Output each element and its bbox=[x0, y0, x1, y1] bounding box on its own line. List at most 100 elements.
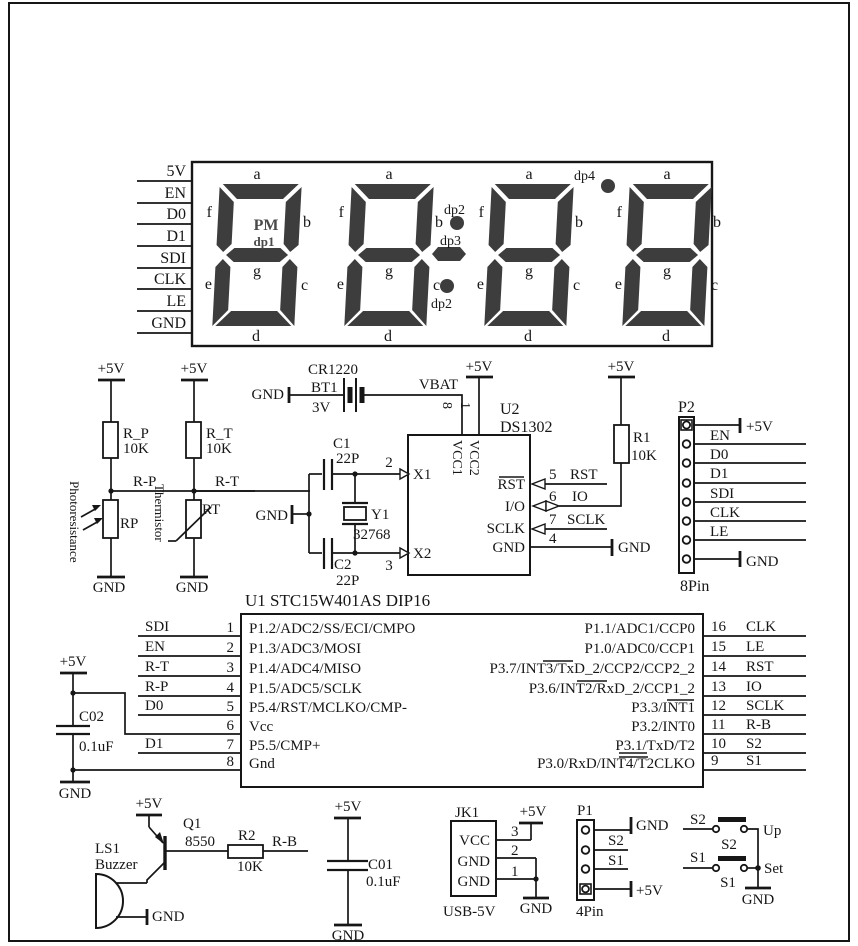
u2-part: DS1302 bbox=[500, 419, 552, 436]
bus-label: SDI bbox=[160, 250, 186, 267]
pin6-number: 6 bbox=[549, 489, 557, 505]
net-label: R-P bbox=[145, 679, 168, 695]
p1-box bbox=[576, 819, 595, 901]
seg-d-label: d bbox=[662, 328, 670, 345]
resistor-value: 10K bbox=[123, 441, 149, 457]
component-desc: Thermistor bbox=[152, 484, 167, 542]
pin3-number: 3 bbox=[385, 558, 393, 574]
resistor-r2 bbox=[227, 844, 264, 859]
net-label: RST bbox=[746, 659, 774, 675]
seg-f-label: f bbox=[479, 204, 485, 221]
pin-number: 10 bbox=[711, 736, 726, 752]
component-ref: RP bbox=[120, 516, 138, 532]
seg-e-label: e bbox=[477, 276, 484, 293]
battery-bt1 bbox=[343, 378, 365, 412]
gnd-label: GND bbox=[332, 928, 365, 944]
r1-ref: R1 bbox=[633, 430, 651, 446]
u2-box bbox=[407, 434, 531, 576]
vcc-label: +5V bbox=[98, 361, 125, 377]
battery-ref: BT1 bbox=[311, 380, 338, 396]
net-label: S1 bbox=[690, 850, 706, 866]
pin4-number: 4 bbox=[549, 531, 557, 547]
vcc-label: +5V bbox=[746, 419, 773, 435]
p1-connector: P1 GND S2 S1 +5V 4Pin bbox=[576, 803, 669, 920]
c02-value: 0.1uF bbox=[79, 739, 114, 755]
resistor-ref: R_P bbox=[123, 426, 149, 442]
u1-box bbox=[240, 613, 704, 788]
pin-name: P3.1/TxD/T2 bbox=[615, 738, 695, 754]
q1-ref: Q1 bbox=[183, 816, 201, 832]
vcc-label: +5V bbox=[335, 799, 362, 815]
battery-model: CR1220 bbox=[308, 362, 358, 378]
rst-net-label: RST bbox=[570, 467, 598, 483]
pin1-number: 1 bbox=[457, 402, 472, 409]
pin-number: 11 bbox=[711, 717, 725, 733]
net-label: D0 bbox=[710, 447, 728, 463]
battery-voltage: 3V bbox=[312, 400, 331, 416]
display-box bbox=[190, 160, 714, 348]
c01-value: 0.1uF bbox=[366, 874, 401, 890]
pin-name: P1.0/ADC0/CCP1 bbox=[585, 641, 695, 657]
pin-number: 3 bbox=[227, 660, 235, 676]
pin-number: 1 bbox=[227, 620, 235, 636]
pin-name: Vcc bbox=[249, 719, 273, 735]
dp1-label: dp1 bbox=[254, 234, 275, 249]
seg-d-label: d bbox=[524, 328, 532, 345]
crystal-ref: Y1 bbox=[371, 507, 389, 523]
p2-pin-holes bbox=[681, 420, 692, 564]
pin-number: 14 bbox=[711, 659, 727, 675]
r2-value: 10K bbox=[237, 859, 263, 875]
pin-name: P1.3/ADC3/MOSI bbox=[249, 641, 361, 657]
pin8-number: 8 bbox=[439, 402, 454, 409]
rtc-section: GND CR1220 BT1 3V VBAT +5V 8 1 U2 DS1302… bbox=[252, 359, 658, 589]
ls1-name: Buzzer bbox=[95, 857, 137, 873]
u1-left-wires bbox=[73, 635, 241, 771]
sclk-net-label: SCLK bbox=[567, 512, 606, 528]
u2-ref: U2 bbox=[500, 401, 520, 418]
seg-b-label: b bbox=[575, 214, 583, 231]
x1-pin-label: X1 bbox=[413, 467, 431, 483]
resistor-r1 bbox=[613, 424, 630, 464]
pin-name: GND bbox=[458, 854, 491, 870]
seg-b-label: b bbox=[713, 214, 721, 231]
pin-name: P1.1/ADC1/CCP0 bbox=[585, 621, 695, 637]
resistor-rp bbox=[102, 421, 119, 459]
net-label: SDI bbox=[145, 619, 169, 635]
resistor-ref: R_T bbox=[206, 426, 233, 442]
pin-name: GND bbox=[458, 874, 491, 890]
seg-d-label: d bbox=[384, 328, 392, 345]
key-function-label: Up bbox=[763, 823, 781, 839]
c1-value: 22P bbox=[336, 451, 359, 467]
pin-number: 3 bbox=[511, 824, 519, 840]
thermistor-divider: +5V R_T 10K R-T RT Thermistor GND bbox=[152, 361, 310, 596]
pin-number: 12 bbox=[711, 698, 726, 714]
pin-name: P3.2/INT0 bbox=[631, 719, 695, 735]
seg-c-label: c bbox=[301, 277, 308, 294]
r1-pullup: +5V R1 10K bbox=[608, 359, 657, 464]
p1-pin4-square bbox=[579, 883, 592, 895]
pin2-number: 2 bbox=[385, 455, 393, 471]
vcc-label: +5V bbox=[608, 359, 635, 375]
pin-number: 1 bbox=[511, 864, 519, 880]
net-label: R-T bbox=[215, 474, 239, 490]
net-label: S1 bbox=[746, 753, 762, 769]
gnd-label: GND bbox=[636, 818, 669, 834]
sclk-pin-label: SCLK bbox=[487, 521, 526, 537]
c02-decoupling: +5V C02 0.1uF GND bbox=[56, 654, 114, 802]
photoresistor-divider: +5V R_P 10K R-P RP Photoresistance GND bbox=[67, 361, 255, 596]
crystal-freq: 32768 bbox=[353, 527, 391, 543]
gnd-label: GND bbox=[520, 901, 553, 917]
ls1-ref: LS1 bbox=[95, 841, 120, 857]
x2-pin-label: X2 bbox=[413, 546, 431, 562]
c01-filter: +5V C01 0.1uF GND bbox=[327, 799, 401, 944]
seg-d-label: d bbox=[252, 328, 260, 345]
gnd-pin-label: GND bbox=[493, 540, 526, 556]
buzzer-symbol bbox=[95, 872, 124, 930]
display-module: 5V EN D0 D1 SDI CLK LE GND a f b g e c d bbox=[137, 160, 721, 348]
vcc1-pin-label: VCC1 bbox=[449, 440, 464, 476]
keys-section: S2 Up S2 S1 Set S1 GND bbox=[683, 812, 784, 908]
c1-ref: C1 bbox=[333, 436, 351, 452]
p1-title: P1 bbox=[577, 803, 593, 819]
